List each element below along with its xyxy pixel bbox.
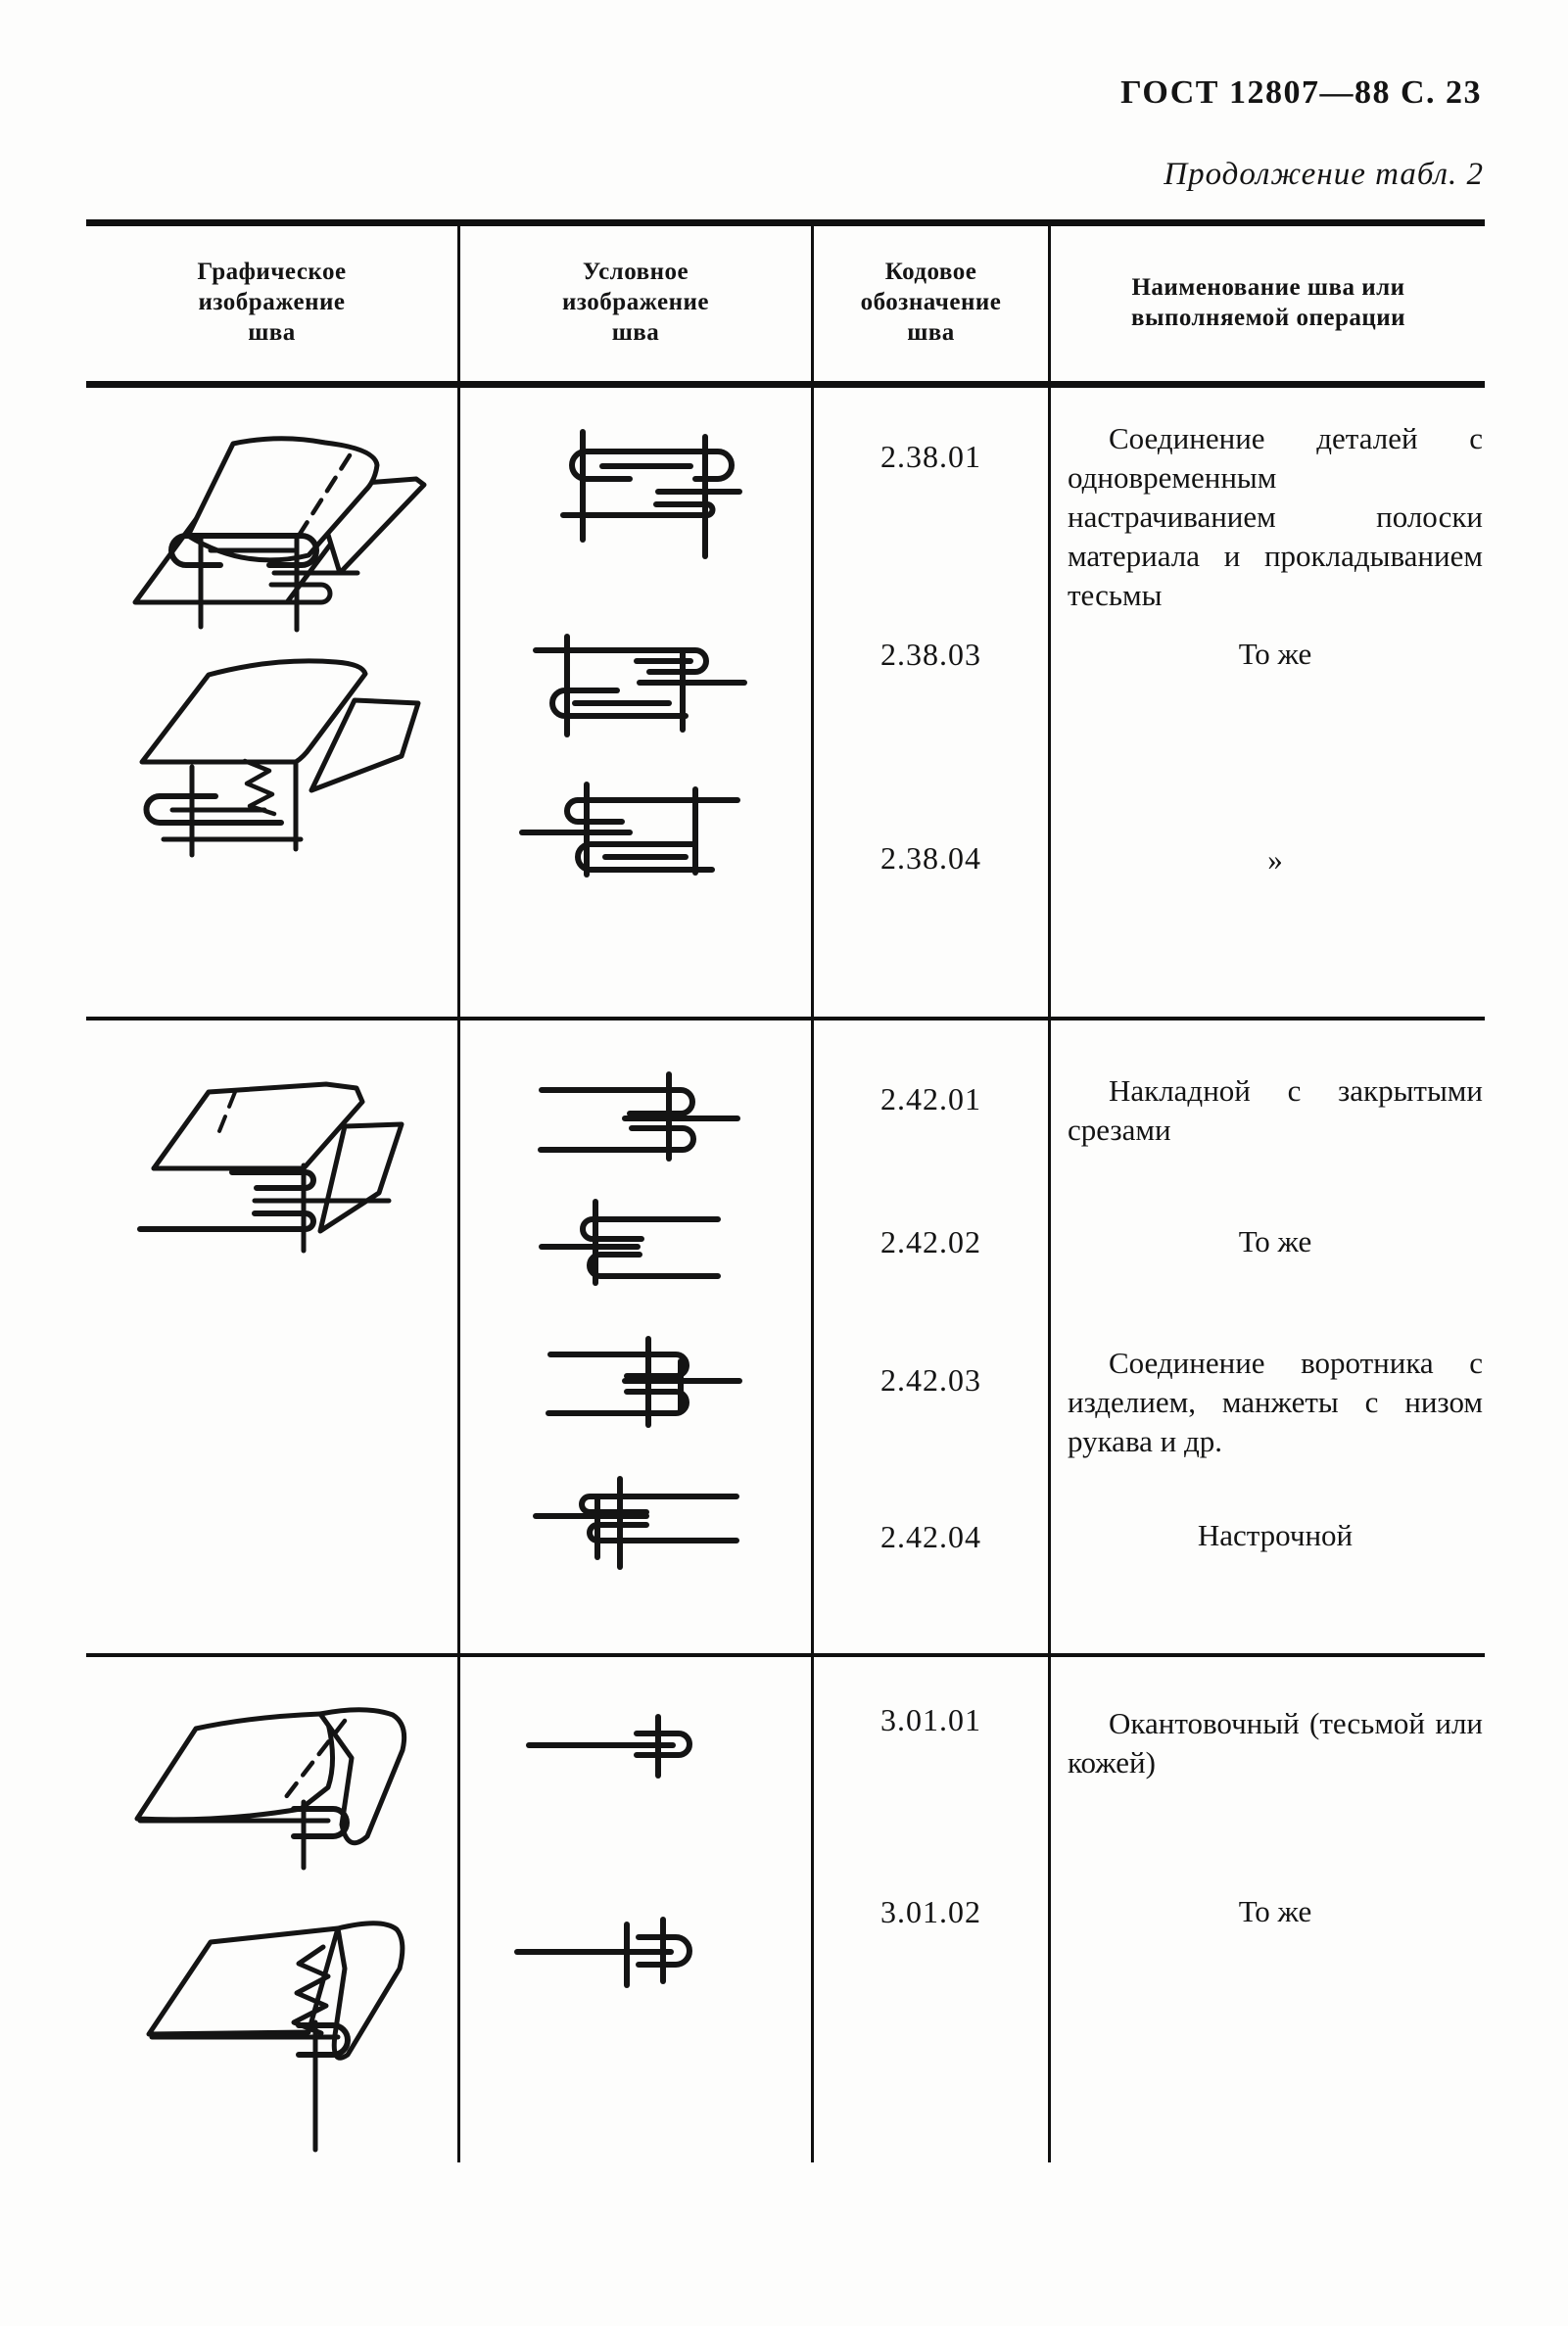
name-cell-ditto: » bbox=[1267, 842, 1283, 877]
name-cell: Настрочной bbox=[1197, 1518, 1354, 1552]
column-header-code: Кодовое обозначение шва bbox=[860, 259, 1002, 346]
stitch-symbol-2-42-04 bbox=[533, 1476, 739, 1570]
name-cell: Окантовочный (тесьмой или кожей) bbox=[1068, 1706, 1483, 1780]
column-rule-1 bbox=[457, 221, 460, 2162]
code-cell: 2.38.01 bbox=[880, 439, 981, 474]
seam-graphic-2-42 bbox=[137, 1081, 404, 1254]
column-rule-3 bbox=[1048, 221, 1051, 2162]
code-cell: 2.38.04 bbox=[880, 840, 981, 876]
code-cell: 2.42.02 bbox=[880, 1224, 981, 1259]
stitch-symbol-2-42-01 bbox=[538, 1071, 740, 1162]
name-cell: Соединение деталей с одновременным настр… bbox=[1068, 421, 1483, 612]
column-header-graphic: Графическое изображение шва bbox=[197, 259, 347, 346]
column-header-name: Наименование шва или выполняемой операци… bbox=[1130, 274, 1406, 331]
code-cell: 2.38.03 bbox=[880, 637, 981, 672]
seam-graphic-3-01-01 bbox=[134, 1707, 407, 1871]
name-cell: Накладной с закрытыми срезами bbox=[1068, 1073, 1483, 1147]
section-divider-2 bbox=[86, 1653, 1485, 1657]
code-cell: 3.01.02 bbox=[880, 1894, 981, 1929]
stitch-symbol-2-42-02 bbox=[539, 1199, 721, 1286]
stitch-symbol-2-38-04 bbox=[519, 782, 740, 878]
name-cell: Соединение воротника с изделием, манжеты… bbox=[1068, 1346, 1483, 1458]
table-caption: Продолжение табл. 2 bbox=[1164, 157, 1484, 192]
code-cell: 2.42.01 bbox=[880, 1081, 981, 1116]
stitch-symbol-2-42-03 bbox=[546, 1336, 742, 1428]
code-cell: 2.42.04 bbox=[880, 1519, 981, 1554]
stitch-symbol-2-38-03 bbox=[533, 634, 747, 737]
table-top-rule bbox=[86, 219, 1485, 226]
seam-graphic-2-38-03 bbox=[139, 658, 421, 858]
stitch-symbol-3-01-02 bbox=[514, 1917, 692, 1988]
seam-graphic-2-38-01 bbox=[132, 436, 427, 633]
code-cell: 2.42.03 bbox=[880, 1362, 981, 1398]
name-cell: То же bbox=[1238, 1894, 1312, 1928]
name-cell: То же bbox=[1238, 1224, 1312, 1258]
stitch-symbol-3-01-01 bbox=[526, 1714, 692, 1779]
stitch-symbol-2-38-01 bbox=[560, 429, 742, 559]
column-header-symbol: Условное изображение шва bbox=[561, 259, 709, 346]
code-cell: 3.01.01 bbox=[880, 1702, 981, 1737]
table-header-rule bbox=[86, 381, 1485, 388]
name-cell: То же bbox=[1238, 637, 1312, 671]
seam-graphic-3-01-02 bbox=[146, 1921, 405, 2153]
page-header: ГОСТ 12807—88 С. 23 bbox=[1120, 74, 1482, 111]
section-divider-1 bbox=[86, 1017, 1485, 1021]
column-rule-2 bbox=[811, 221, 814, 2162]
